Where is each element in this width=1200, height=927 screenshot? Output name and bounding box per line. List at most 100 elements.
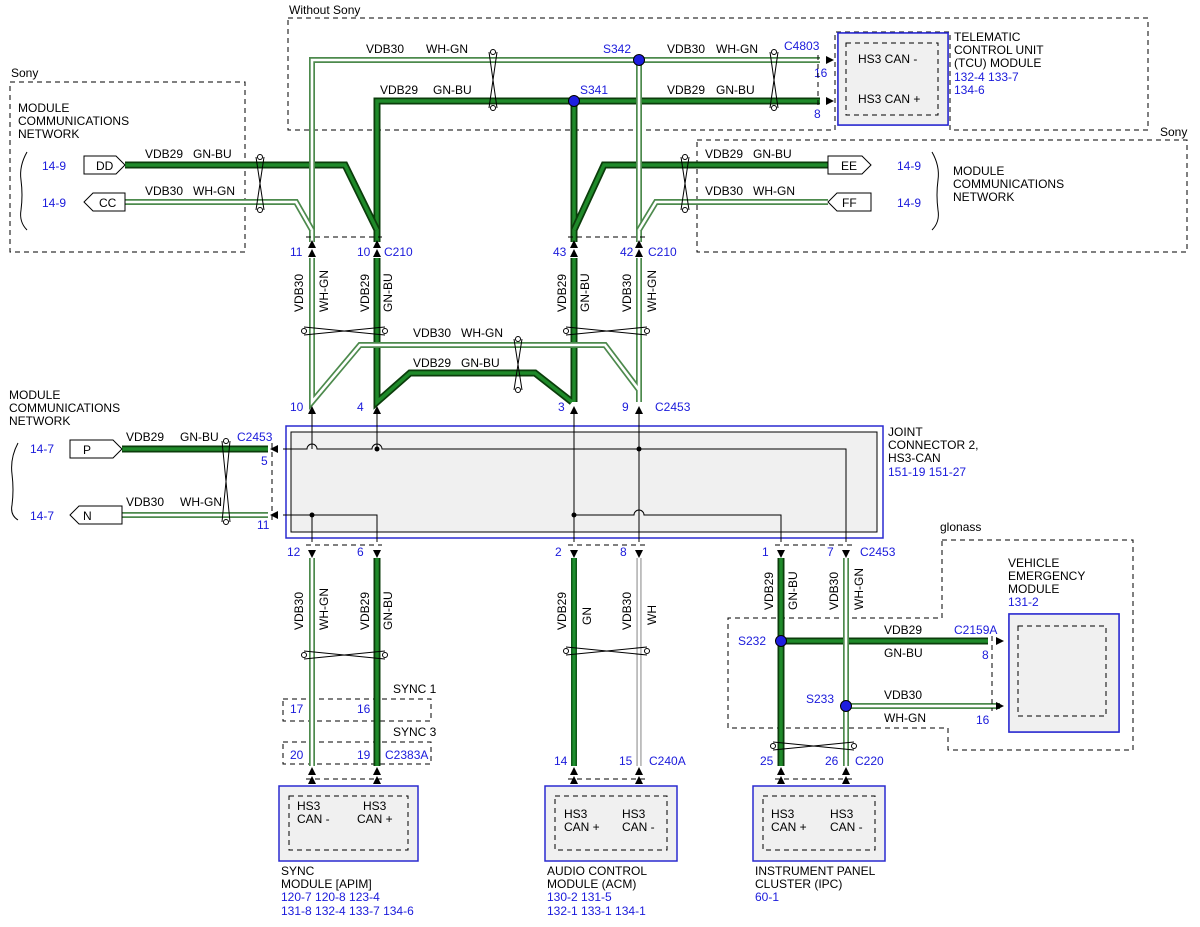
- lbl-vem-whgn: WH-GN: [884, 711, 926, 725]
- ipc-refs-1[interactable]: 60-1: [755, 890, 779, 904]
- vlbl-9: VDB30: [292, 592, 306, 630]
- lbl-vem-vdb30: VDB30: [884, 688, 922, 702]
- c2453-pin-9: 9: [622, 400, 629, 414]
- c2453-pin-4: 4: [357, 400, 364, 414]
- sync-pin-b-1: HS3: [363, 799, 387, 813]
- mcn-mid-title-2: COMMUNICATIONS: [9, 401, 120, 415]
- sync-pin-a-2: CAN -: [297, 812, 330, 826]
- sync3-region: [282, 741, 432, 765]
- mcn-left-ref-2[interactable]: 14-9: [42, 196, 66, 210]
- acm-refs-2[interactable]: 132-1 133-1 134-1: [547, 904, 646, 918]
- mcn-right-ref-2[interactable]: 14-9: [897, 196, 921, 210]
- sync3-label: SYNC 3: [393, 725, 437, 739]
- mcn-mid-title-3: NETWORK: [9, 414, 70, 428]
- sync-pin-a-1: HS3: [297, 799, 321, 813]
- acm-connector: C240A: [649, 754, 686, 768]
- c2453-pin-6: 6: [357, 545, 364, 559]
- sync-refs-2[interactable]: 131-8 132-4 133-7 134-6: [281, 904, 414, 918]
- vlbl-10: WH-GN: [317, 588, 331, 630]
- joint-internal-lines: [283, 412, 847, 542]
- wire-vdb30-ipc: [843, 558, 1000, 766]
- c210-pin-11: 11: [290, 245, 303, 259]
- tag-dd: [83, 155, 126, 175]
- joint-title-3: HS3-CAN: [888, 451, 941, 465]
- tag-p-label: P: [83, 443, 91, 457]
- mcn-left-title-3: NETWORK: [18, 127, 79, 141]
- lbl-mid-vdb30: VDB30: [413, 326, 451, 340]
- ipc-pin-a-1: HS3: [771, 807, 795, 821]
- lbl-mid-whgn: WH-GN: [461, 326, 503, 340]
- splice-s233-label: S233: [806, 692, 834, 706]
- tag-ee-label: EE: [841, 159, 857, 173]
- ipc-pin-25: 25: [760, 754, 774, 768]
- tag-n: [69, 505, 123, 525]
- joint-title-1: JOINT: [888, 425, 923, 439]
- tcu-refs-2[interactable]: 134-6: [954, 83, 985, 97]
- tcu-title-1: TELEMATIC: [954, 30, 1021, 44]
- sync-refs-1[interactable]: 120-7 120-8 123-4: [281, 890, 380, 904]
- sony-right-region: [696, 139, 1188, 253]
- wires-vdb29: [122, 97, 988, 766]
- lbl-p-gnbu: GN-BU: [180, 430, 219, 444]
- mcn-left-brace: [20, 151, 28, 231]
- vlbl-12: GN-BU: [381, 591, 395, 630]
- arrowheads: [270, 56, 1004, 784]
- tag-n-label: N: [83, 509, 92, 523]
- mcn-right-title-2: COMMUNICATIONS: [953, 177, 1064, 191]
- sync1-label: SYNC 1: [393, 682, 437, 696]
- sync-title-2: MODULE [APIM]: [281, 877, 372, 891]
- c2453-pin-7: 7: [827, 545, 834, 559]
- tcu-refs-1[interactable]: 132-4 133-7: [954, 70, 1019, 84]
- splice-s341[interactable]: [568, 95, 580, 107]
- mcn-left-title-2: COMMUNICATIONS: [18, 114, 129, 128]
- acm-refs-1[interactable]: 130-2 131-5: [547, 890, 612, 904]
- c2453-pin-10: 10: [290, 400, 304, 414]
- lbl-top-gnbu-r: GN-BU: [716, 83, 755, 97]
- acm-pin-a-1: HS3: [564, 807, 588, 821]
- c210-pin-42: 42: [620, 245, 634, 259]
- wires-vdb30: [122, 57, 1000, 766]
- joint-connector-body: [290, 431, 878, 533]
- mcn-left-ref-1[interactable]: 14-9: [42, 159, 66, 173]
- mcn-left: MODULE COMMUNICATIONS NETWORK 14-9 14-9 …: [18, 101, 129, 231]
- c2453-pin-1: 1: [762, 545, 769, 559]
- region-boxes: [9, 17, 1188, 765]
- lbl-top-gnbu-l: GN-BU: [433, 83, 472, 97]
- acm-inner: [554, 795, 668, 851]
- tag-dd-label: DD: [96, 159, 114, 173]
- vem-title-1: VEHICLE: [1008, 556, 1059, 570]
- sync3-pin-19: 19: [357, 748, 371, 762]
- mcn-mid-ref-1[interactable]: 14-7: [30, 442, 54, 456]
- splice-s342-label: S342: [603, 42, 631, 56]
- mcn-right-ref-1[interactable]: 14-9: [897, 159, 921, 173]
- lbl-vem-vdb29: VDB29: [884, 623, 922, 637]
- tcu-inner: [845, 42, 939, 116]
- joint-refs[interactable]: 151-19 151-27: [888, 465, 966, 479]
- vem-ref[interactable]: 131-2: [1008, 595, 1039, 609]
- splice-s342[interactable]: [633, 54, 645, 66]
- tcu-title-2: CONTROL UNIT: [954, 43, 1044, 57]
- acm-pin-15: 15: [619, 754, 633, 768]
- vlbl-2: WH-GN: [317, 270, 331, 312]
- tag-p: [69, 439, 123, 459]
- glonass-region: [727, 539, 1134, 751]
- c2453-connector-bottom: C2453: [860, 545, 896, 559]
- ipc-pin-b-1: HS3: [830, 807, 854, 821]
- lbl-cc-vdb30: VDB30: [145, 184, 183, 198]
- vlbl-18: GN-BU: [786, 571, 800, 610]
- lbl-vem-gnbu: GN-BU: [884, 646, 923, 660]
- splice-s233[interactable]: [840, 700, 852, 712]
- splice-s232[interactable]: [775, 635, 787, 647]
- mcn-mid-ref-2[interactable]: 14-7: [30, 509, 54, 523]
- mcn-right-title-3: NETWORK: [953, 190, 1014, 204]
- lbl-ff-vdb30: VDB30: [705, 184, 743, 198]
- vlbl-7: VDB30: [620, 274, 634, 312]
- vem-inner: [1017, 625, 1107, 717]
- wire-vdb30-cc: [125, 199, 315, 232]
- tag-cc-label: CC: [99, 196, 117, 210]
- ipc-pin-b-2: CAN -: [830, 820, 863, 834]
- tcu-pin-8: 8: [814, 107, 821, 121]
- sync1-pin-16: 16: [357, 702, 371, 716]
- vlbl-15: VDB30: [620, 592, 634, 630]
- splice-s232-label: S232: [738, 634, 766, 648]
